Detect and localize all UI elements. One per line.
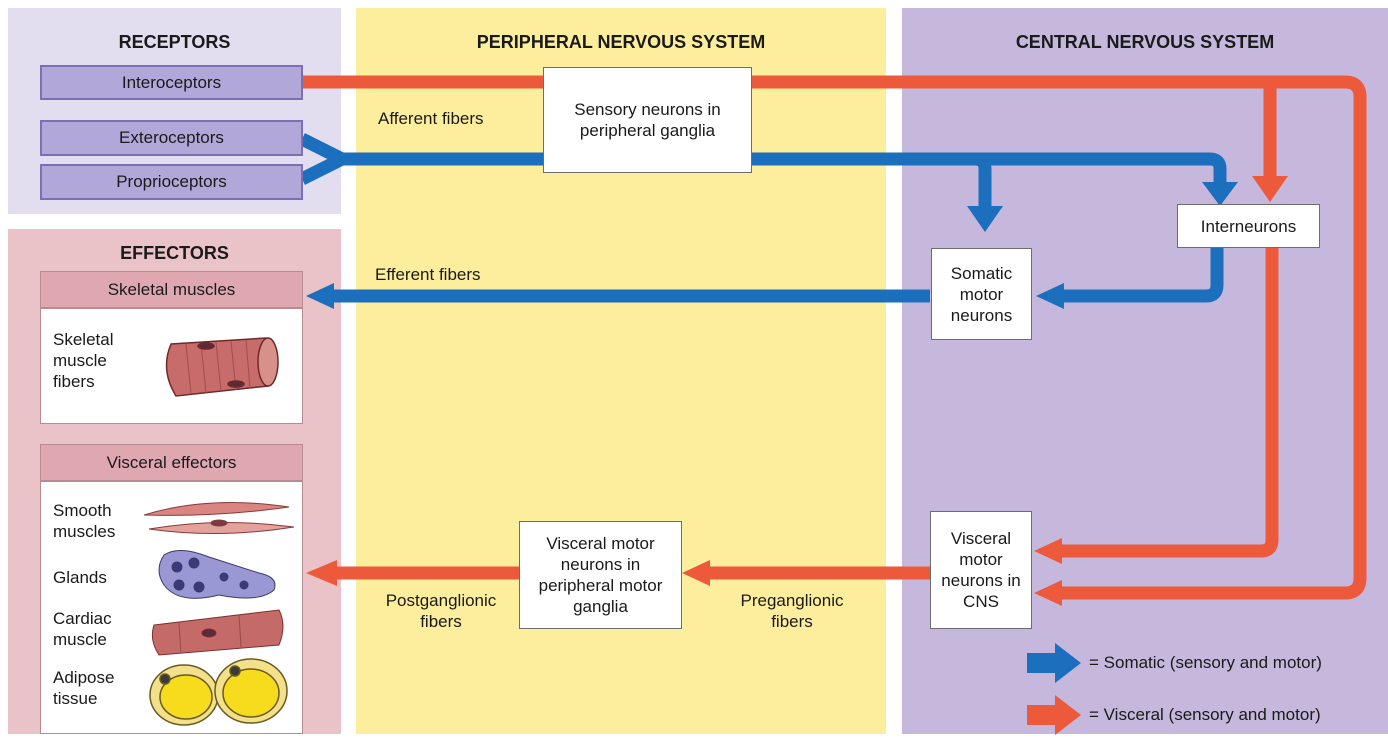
proprio-path xyxy=(299,153,345,185)
pns-header: PERIPHERAL NERVOUS SYSTEM xyxy=(476,32,766,52)
interneurons-box: Interneurons xyxy=(1177,204,1320,248)
somatic-motor-neurons-box: Somatic motor neurons xyxy=(931,248,1032,340)
postganglionic-fibers-label: Postganglionic fibers xyxy=(385,591,497,631)
visceral-effectors-illustration xyxy=(143,502,295,726)
cns-header: CENTRAL NERVOUS SYSTEM xyxy=(1015,32,1275,52)
legend-visceral-arrow xyxy=(1027,695,1081,735)
effectors-header: EFFECTORS xyxy=(120,243,229,263)
preganglionic-fibers-label: Preganglionic fibers xyxy=(740,591,844,631)
legend-visceral-text: = Visceral (sensory and motor) xyxy=(1089,705,1321,724)
afferent-fibers-label: Afferent fibers xyxy=(378,109,484,128)
legend-somatic-text: = Somatic (sensory and motor) xyxy=(1089,653,1322,672)
cardiac-muscle-label: Cardiac muscle xyxy=(53,609,112,649)
efferent-fibers-label: Efferent fibers xyxy=(375,265,481,284)
skeletal-muscle-illustration xyxy=(165,337,279,397)
glands-label: Glands xyxy=(53,568,107,587)
sensory-neurons-box: Sensory neurons in peripheral ganglia xyxy=(543,67,752,173)
somatic-branch-path xyxy=(974,152,992,208)
receptors-header: RECEPTORS xyxy=(118,32,231,52)
skeletal-muscles-box: Skeletal muscles Skeletal muscle fibers xyxy=(40,271,303,424)
visceral-loop-path xyxy=(1055,75,1367,600)
skeletal-muscle-fibers-label: Skeletal muscle fibers xyxy=(53,330,114,391)
smooth-muscles-label: Smooth muscles xyxy=(53,501,116,541)
adipose-tissue-label: Adipose tissue xyxy=(53,668,115,708)
receptor-interoceptors: Interoceptors xyxy=(40,65,303,100)
receptor-proprioceptors: Proprioceptors xyxy=(40,164,303,200)
visceral-effectors-title: Visceral effectors xyxy=(41,445,302,482)
skeletal-muscles-title: Skeletal muscles xyxy=(41,272,302,309)
interneuron-somatic-path xyxy=(1062,248,1224,303)
receptor-exteroceptors: Exteroceptors xyxy=(40,120,303,156)
interneuron-visceral-path xyxy=(1055,248,1279,558)
visceral-effectors-box: Visceral effectors Smooth muscles Glands… xyxy=(40,444,303,734)
extero-path xyxy=(299,133,1227,184)
visceral-motor-pns-box: Visceral motor neurons in peripheral mot… xyxy=(519,521,682,629)
visceral-motor-cns-box: Visceral motor neurons in CNS xyxy=(930,511,1032,629)
legend-somatic-arrow xyxy=(1027,643,1081,683)
